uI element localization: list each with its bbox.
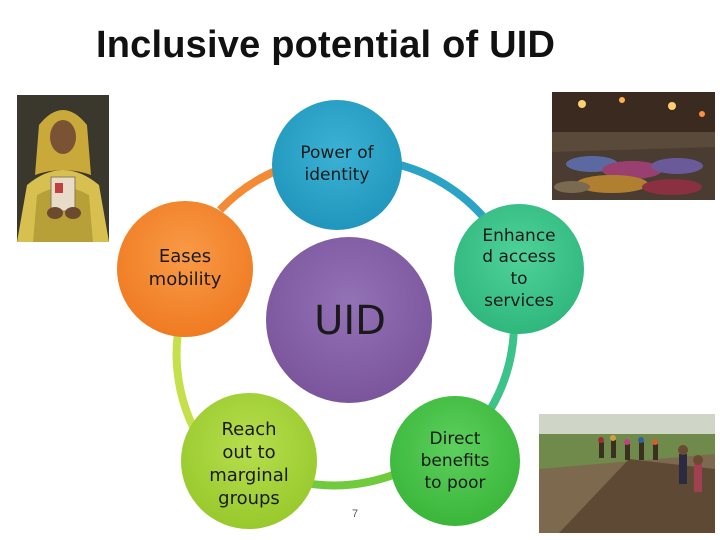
node-power-circle — [272, 100, 402, 230]
node-center-circle — [266, 237, 432, 403]
ring-arc-access-direct — [486, 323, 518, 413]
node-center-label: UID — [314, 298, 386, 345]
node-direct-circle — [390, 396, 520, 526]
ring-arc-mobility-power — [217, 166, 280, 213]
node-access-label: Enhance d access to services — [482, 225, 556, 311]
woman-portrait-photo — [17, 95, 109, 242]
road-workers-photo — [539, 414, 715, 533]
street-sleepers-photo — [552, 92, 715, 200]
node-power-label: Power of identity — [300, 143, 374, 185]
node-access-circle — [454, 204, 584, 334]
slide-title: Inclusive potential of UID — [96, 24, 556, 66]
node-reach-circle — [181, 393, 317, 529]
node-mobility-label: Eases mobility — [148, 245, 222, 290]
node-direct-label: Direct benefits to poor — [420, 429, 490, 493]
page-number: 7 — [352, 508, 359, 520]
node-reach-label: Reach out to marginal groups — [209, 418, 289, 510]
node-mobility-circle — [117, 201, 253, 337]
